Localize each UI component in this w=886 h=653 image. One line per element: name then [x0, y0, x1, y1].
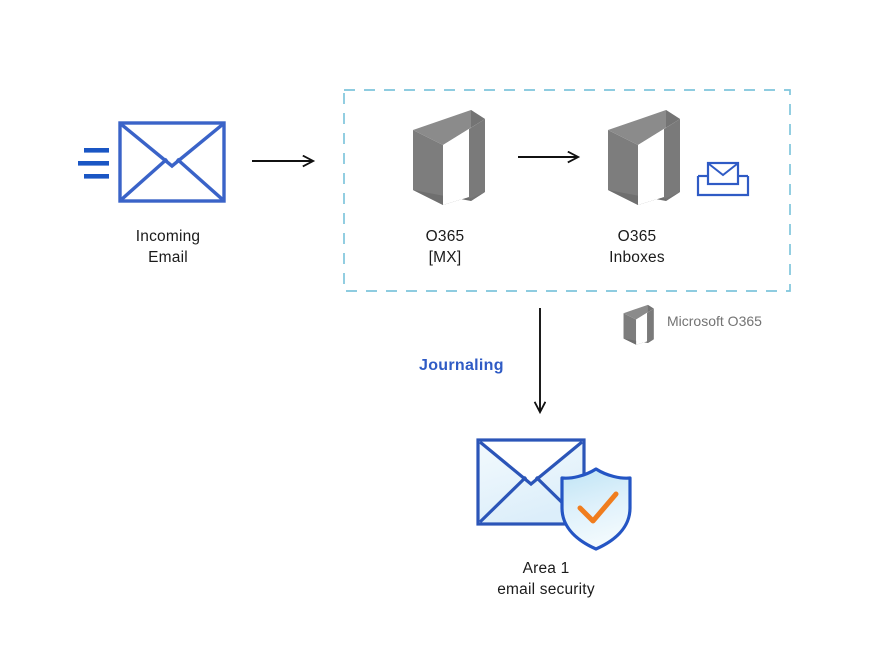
shield-icon	[560, 467, 632, 551]
o365-inboxes-label-line2: Inboxes	[609, 249, 665, 266]
journaling-label: Journaling	[419, 357, 504, 374]
node-label-o365-mx: O365 [MX]	[386, 226, 504, 268]
speed-line-middle	[78, 161, 109, 166]
envelope-bottom-lines	[120, 157, 224, 201]
area1-label-line2: email security	[497, 581, 595, 598]
office-365-logo-icon	[608, 110, 680, 205]
speed-line-bottom	[84, 174, 109, 179]
office-365-logo-icon	[413, 110, 485, 205]
office-365-logo-icon	[623, 304, 654, 345]
secure-envelope-flap-line	[478, 440, 584, 487]
o365-mx-label-line2: [MX]	[428, 249, 462, 266]
incoming-email-label-line2: Email	[148, 249, 188, 266]
secure-envelope-flap-fill	[480, 442, 582, 484]
o365-inboxes-label-line1: O365	[617, 228, 657, 245]
o365-boundary-dashed-box	[343, 89, 791, 292]
legend-label-microsoft-o365: Microsoft O365	[667, 313, 762, 329]
envelope-flap-lines	[120, 123, 224, 169]
secure-email-shield-icon	[476, 438, 632, 551]
area1-label-line1: Area 1	[522, 560, 570, 577]
envelope-icon	[78, 121, 226, 203]
incoming-email-label-line1: Incoming	[135, 228, 201, 245]
speed-line-top	[84, 148, 109, 153]
node-label-area1: Area 1 email security	[466, 558, 626, 600]
inbox-tray-envelope-icon	[696, 161, 750, 197]
o365-mx-label-line1: O365	[425, 228, 465, 245]
checkmark-icon	[577, 491, 619, 524]
